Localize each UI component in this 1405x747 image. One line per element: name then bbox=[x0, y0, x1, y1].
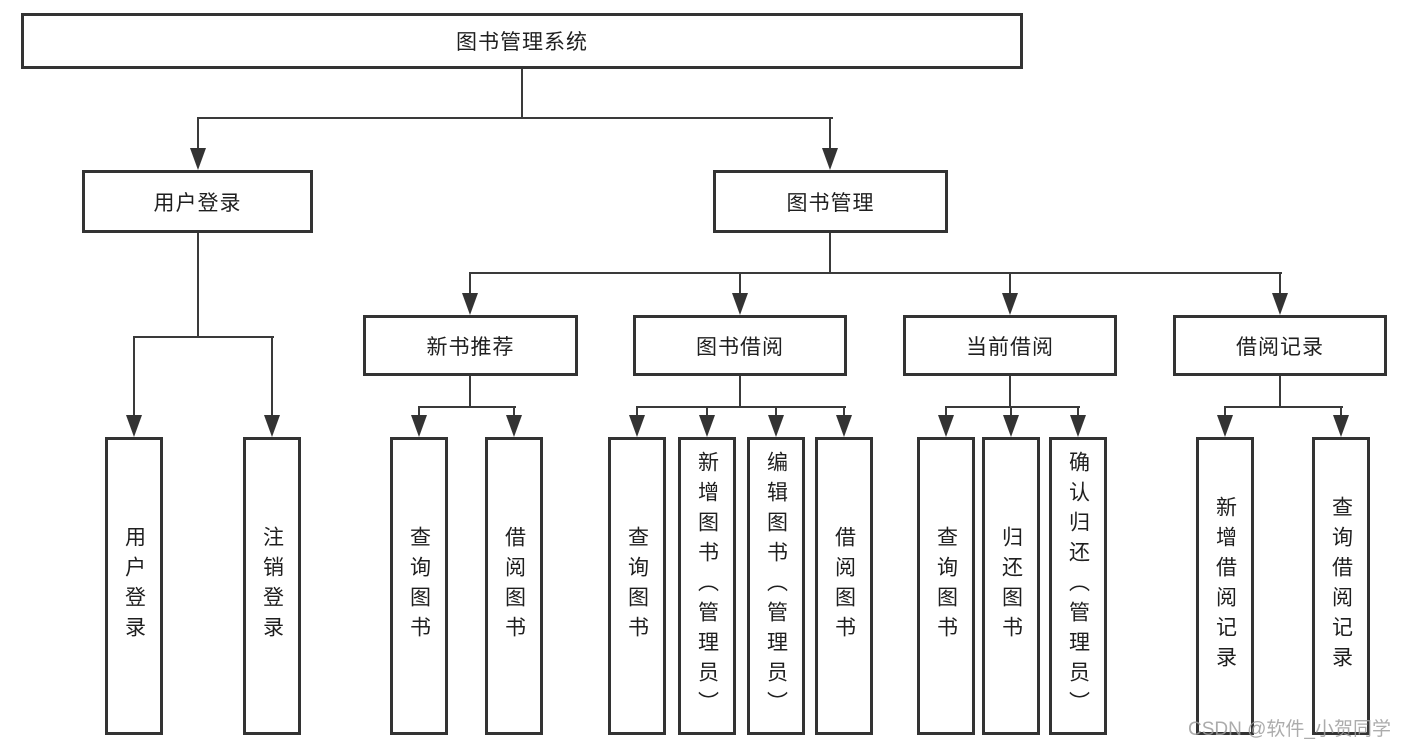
leaf-logout: 注销登录 bbox=[243, 437, 301, 735]
leaf-return-books: 归还图书 bbox=[982, 437, 1040, 735]
arrow-down-icon bbox=[264, 415, 280, 437]
leaf-confirm-return-admin-label: 确认归还（管理员） bbox=[1066, 451, 1090, 721]
connector-g3-bus bbox=[636, 406, 846, 408]
connector-leaf-stem bbox=[706, 406, 708, 415]
node-user-login-label: 用户登录 bbox=[153, 191, 242, 215]
node-root: 图书管理系统 bbox=[21, 13, 1023, 69]
leaf-borrow-books-1: 借阅图书 bbox=[485, 437, 543, 735]
node-book-management: 图书管理 bbox=[713, 170, 948, 233]
node-current-borrow-label: 当前借阅 bbox=[966, 335, 1054, 359]
connector-g2-down bbox=[469, 375, 471, 408]
arrow-down-icon bbox=[1003, 415, 1019, 437]
leaf-add-borrow-record: 新增借阅记录 bbox=[1196, 437, 1254, 735]
arrow-down-icon bbox=[1002, 293, 1018, 315]
leaf-edit-book-admin-label: 编辑图书（管理员） bbox=[764, 451, 788, 721]
connector-book-mgmt-stem bbox=[829, 117, 831, 148]
arrow-down-icon bbox=[1070, 415, 1086, 437]
arrow-down-icon bbox=[126, 415, 142, 437]
leaf-query-books-3: 查询图书 bbox=[917, 437, 975, 735]
leaf-query-books-2: 查询图书 bbox=[608, 437, 666, 735]
connector-l3-stem bbox=[1279, 272, 1281, 293]
arrow-down-icon bbox=[1333, 415, 1349, 437]
connector-l3-stem bbox=[469, 272, 471, 293]
connector-leaf-stem bbox=[1340, 406, 1342, 415]
arrow-down-icon bbox=[462, 293, 478, 315]
node-borrow-records-label: 借阅记录 bbox=[1236, 335, 1324, 359]
connector-leaf-stem bbox=[775, 406, 777, 415]
arrow-down-icon bbox=[411, 415, 427, 437]
connector-l3-stem bbox=[739, 272, 741, 293]
node-book-management-label: 图书管理 bbox=[786, 191, 875, 215]
connector-leaf-stem bbox=[1077, 406, 1079, 415]
arrow-down-icon bbox=[699, 415, 715, 437]
connector-g4-down bbox=[1009, 375, 1011, 408]
connector-book-mgmt-bus bbox=[469, 272, 1282, 274]
leaf-query-books-2-label: 查询图书 bbox=[625, 526, 649, 646]
arrow-down-icon bbox=[768, 415, 784, 437]
connector-leaf-stem bbox=[843, 406, 845, 415]
leaf-user-login: 用户登录 bbox=[105, 437, 163, 735]
connector-leaf-stem bbox=[271, 336, 273, 415]
leaf-user-login-label: 用户登录 bbox=[122, 526, 146, 646]
connector-g2-bus bbox=[418, 406, 516, 408]
connector-leaf-stem bbox=[1224, 406, 1226, 415]
connector-user-login-stem bbox=[197, 117, 199, 148]
connector-root-bus bbox=[197, 117, 833, 119]
node-current-borrow: 当前借阅 bbox=[903, 315, 1117, 376]
connector-leaf-stem bbox=[133, 336, 135, 415]
csdn-watermark: CSDN @软件_小贺同学 bbox=[1188, 719, 1391, 740]
node-root-label: 图书管理系统 bbox=[456, 31, 588, 54]
connector-book-mgmt-down bbox=[829, 232, 831, 274]
leaf-add-borrow-record-label: 新增借阅记录 bbox=[1213, 496, 1237, 676]
node-book-borrow: 图书借阅 bbox=[633, 315, 847, 376]
arrow-down-icon bbox=[822, 148, 838, 170]
connector-user-login-down bbox=[197, 232, 199, 338]
node-user-login: 用户登录 bbox=[82, 170, 313, 233]
connector-root-stem bbox=[521, 68, 523, 118]
leaf-query-books-3-label: 查询图书 bbox=[934, 526, 958, 646]
arrow-down-icon bbox=[629, 415, 645, 437]
arrow-down-icon bbox=[1272, 293, 1288, 315]
leaf-confirm-return-admin: 确认归还（管理员） bbox=[1049, 437, 1107, 735]
leaf-add-book-admin-label: 新增图书（管理员） bbox=[695, 451, 719, 721]
connector-leaf-stem bbox=[636, 406, 638, 415]
connector-leaf-stem bbox=[1010, 406, 1012, 415]
connector-l3-stem bbox=[1009, 272, 1011, 293]
node-book-borrow-label: 图书借阅 bbox=[696, 335, 784, 359]
leaf-return-books-label: 归还图书 bbox=[999, 526, 1023, 646]
connector-leaf-stem bbox=[513, 406, 515, 415]
leaf-query-borrow-record: 查询借阅记录 bbox=[1312, 437, 1370, 735]
leaf-query-books-1-label: 查询图书 bbox=[407, 526, 431, 646]
node-new-book-recommend-label: 新书推荐 bbox=[426, 335, 515, 359]
arrow-down-icon bbox=[190, 148, 206, 170]
node-new-book-recommend: 新书推荐 bbox=[363, 315, 578, 376]
leaf-borrow-books-2: 借阅图书 bbox=[815, 437, 873, 735]
arrow-down-icon bbox=[938, 415, 954, 437]
arrow-down-icon bbox=[732, 293, 748, 315]
leaf-add-book-admin: 新增图书（管理员） bbox=[678, 437, 736, 735]
leaf-query-borrow-record-label: 查询借阅记录 bbox=[1329, 496, 1353, 676]
connector-g5-down bbox=[1279, 375, 1281, 408]
arrow-down-icon bbox=[836, 415, 852, 437]
leaf-edit-book-admin: 编辑图书（管理员） bbox=[747, 437, 805, 735]
node-borrow-records: 借阅记录 bbox=[1173, 315, 1387, 376]
connector-g3-down bbox=[739, 375, 741, 408]
connector-g5-bus bbox=[1224, 406, 1343, 408]
leaf-logout-label: 注销登录 bbox=[260, 526, 284, 646]
leaf-query-books-1: 查询图书 bbox=[390, 437, 448, 735]
connector-leaf-stem bbox=[945, 406, 947, 415]
arrow-down-icon bbox=[1217, 415, 1233, 437]
leaf-borrow-books-2-label: 借阅图书 bbox=[832, 526, 856, 646]
leaf-borrow-books-1-label: 借阅图书 bbox=[502, 526, 526, 646]
connector-g4-bus bbox=[945, 406, 1080, 408]
connector-leaf-stem bbox=[418, 406, 420, 415]
connector-user-login-bus bbox=[133, 336, 274, 338]
arrow-down-icon bbox=[506, 415, 522, 437]
